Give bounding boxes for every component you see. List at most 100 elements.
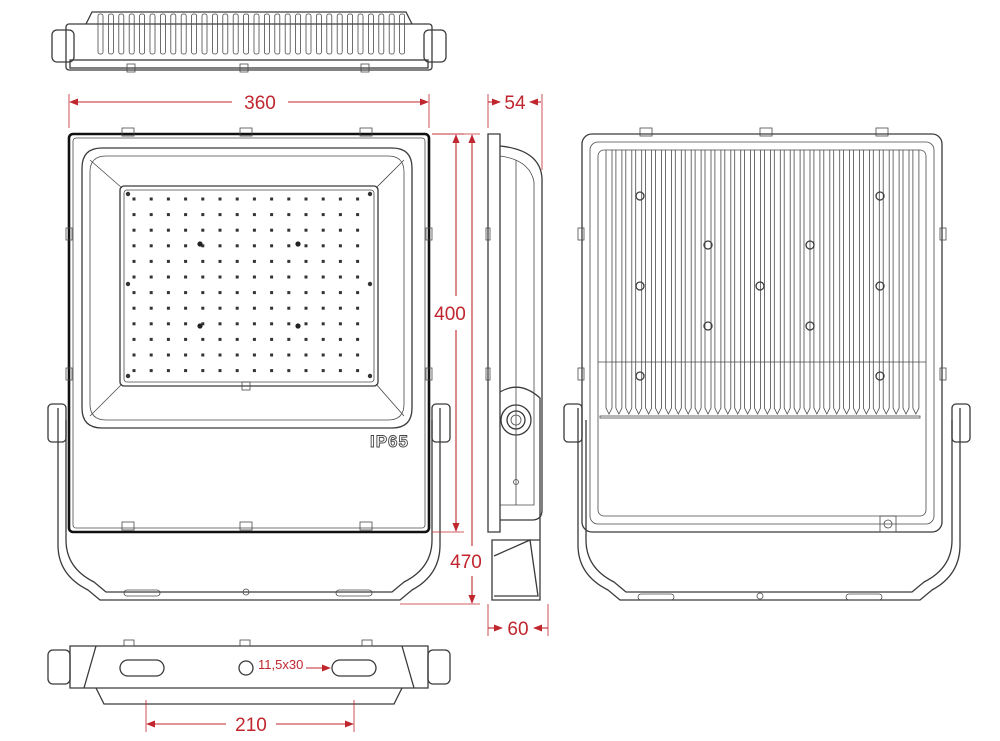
dimension-bracket-spacing: 210 (145, 700, 355, 736)
led (304, 197, 308, 201)
led (218, 306, 222, 310)
led-board-screw (295, 241, 301, 247)
led (287, 197, 291, 201)
led (270, 369, 274, 373)
led (166, 291, 170, 295)
led-board-screw (295, 323, 301, 329)
led (252, 369, 256, 373)
led (304, 306, 308, 310)
dim-bracket-spacing-label: 210 (235, 715, 267, 736)
led (149, 244, 153, 248)
fin (754, 150, 761, 415)
led (166, 275, 170, 279)
led (304, 353, 308, 357)
fin (191, 13, 198, 55)
fin (744, 150, 751, 415)
led (321, 275, 325, 279)
led (166, 197, 170, 201)
fin (684, 150, 692, 415)
led (356, 197, 360, 201)
led (184, 291, 188, 295)
led (235, 369, 239, 373)
led (321, 337, 325, 341)
fin (674, 150, 682, 415)
led (166, 322, 170, 326)
led (356, 244, 360, 248)
fin (615, 150, 623, 415)
led (149, 275, 153, 279)
led (132, 213, 136, 217)
back-view (563, 127, 971, 601)
led (201, 322, 205, 326)
led (149, 197, 153, 201)
dim-height-body-label: 400 (434, 304, 466, 325)
ip-rating-label: IP65 (370, 432, 409, 451)
led (184, 213, 188, 217)
led (338, 369, 342, 373)
led (235, 244, 239, 248)
led (149, 322, 153, 326)
dimension-height-total: 470 (400, 133, 482, 605)
led (235, 197, 239, 201)
led (338, 353, 342, 357)
led (166, 244, 170, 248)
fin (694, 150, 702, 415)
fin (180, 13, 187, 55)
led (338, 291, 342, 295)
led-array (132, 197, 360, 373)
fin (347, 13, 354, 55)
led (218, 369, 222, 373)
fin (882, 150, 890, 415)
fin (97, 13, 104, 55)
led (218, 322, 222, 326)
led (338, 213, 342, 217)
led (321, 306, 325, 310)
led (287, 353, 291, 357)
led (132, 337, 136, 341)
fin (211, 13, 218, 55)
led (201, 213, 205, 217)
fin (605, 150, 613, 415)
bottom-view (47, 639, 451, 705)
led (356, 275, 360, 279)
fin (201, 13, 208, 55)
led (287, 244, 291, 248)
led (235, 228, 239, 232)
led (304, 228, 308, 232)
heatsink-fins-back (605, 150, 920, 415)
led (287, 259, 291, 263)
led (252, 322, 256, 326)
led (338, 259, 342, 263)
led (356, 369, 360, 373)
led (252, 228, 256, 232)
led (304, 275, 308, 279)
fin (388, 13, 395, 55)
fin (357, 13, 364, 55)
led (166, 259, 170, 263)
led (304, 259, 308, 263)
led (338, 337, 342, 341)
fin (315, 13, 322, 55)
led (321, 291, 325, 295)
fin (704, 150, 712, 415)
led (356, 213, 360, 217)
led (218, 291, 222, 295)
led (218, 337, 222, 341)
led (304, 213, 308, 217)
fin (170, 13, 177, 55)
fin (243, 13, 250, 55)
led (201, 197, 205, 201)
led (338, 228, 342, 232)
fin (253, 13, 260, 55)
fin (665, 150, 672, 415)
led-board-screw (197, 323, 203, 329)
led (132, 197, 136, 201)
dimension-height-body: 400 (432, 133, 466, 533)
led (132, 259, 136, 263)
led (184, 244, 188, 248)
fin (149, 13, 156, 55)
led (252, 306, 256, 310)
led (356, 228, 360, 232)
led (252, 275, 256, 279)
